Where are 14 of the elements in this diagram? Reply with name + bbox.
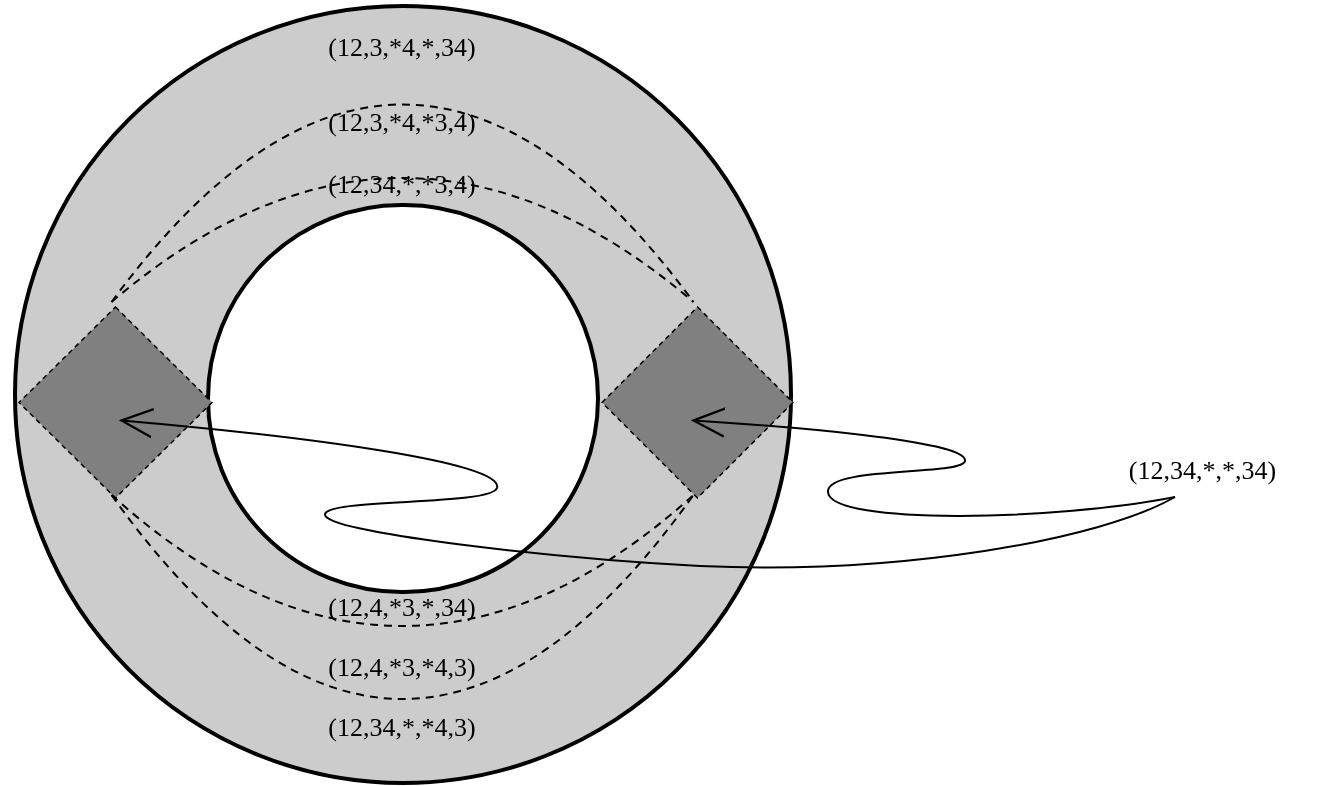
dashed-arc bbox=[110, 177, 695, 303]
curved-arrow bbox=[692, 407, 1176, 517]
tuple-label: (12,34,*,*,34) bbox=[1128, 454, 1277, 487]
tuple-label: (12,4,*3,*,34) bbox=[328, 595, 476, 621]
diamond-shape bbox=[601, 306, 794, 499]
dashed-arc bbox=[110, 494, 695, 627]
diamond-shape bbox=[18, 306, 213, 499]
tuple-label: (12,3,*4,*3,4) bbox=[328, 110, 476, 136]
dashed-arc bbox=[110, 494, 695, 700]
tuple-label: (12,34,*,*4,3) bbox=[328, 715, 476, 741]
curved-arrow bbox=[120, 408, 1176, 569]
tuple-label: (12,34,*,*3,4) bbox=[328, 172, 476, 198]
tuple-label: (12,3,*4,*,34) bbox=[328, 35, 476, 61]
tuple-label: (12,4,*3,*4,3) bbox=[328, 655, 476, 681]
